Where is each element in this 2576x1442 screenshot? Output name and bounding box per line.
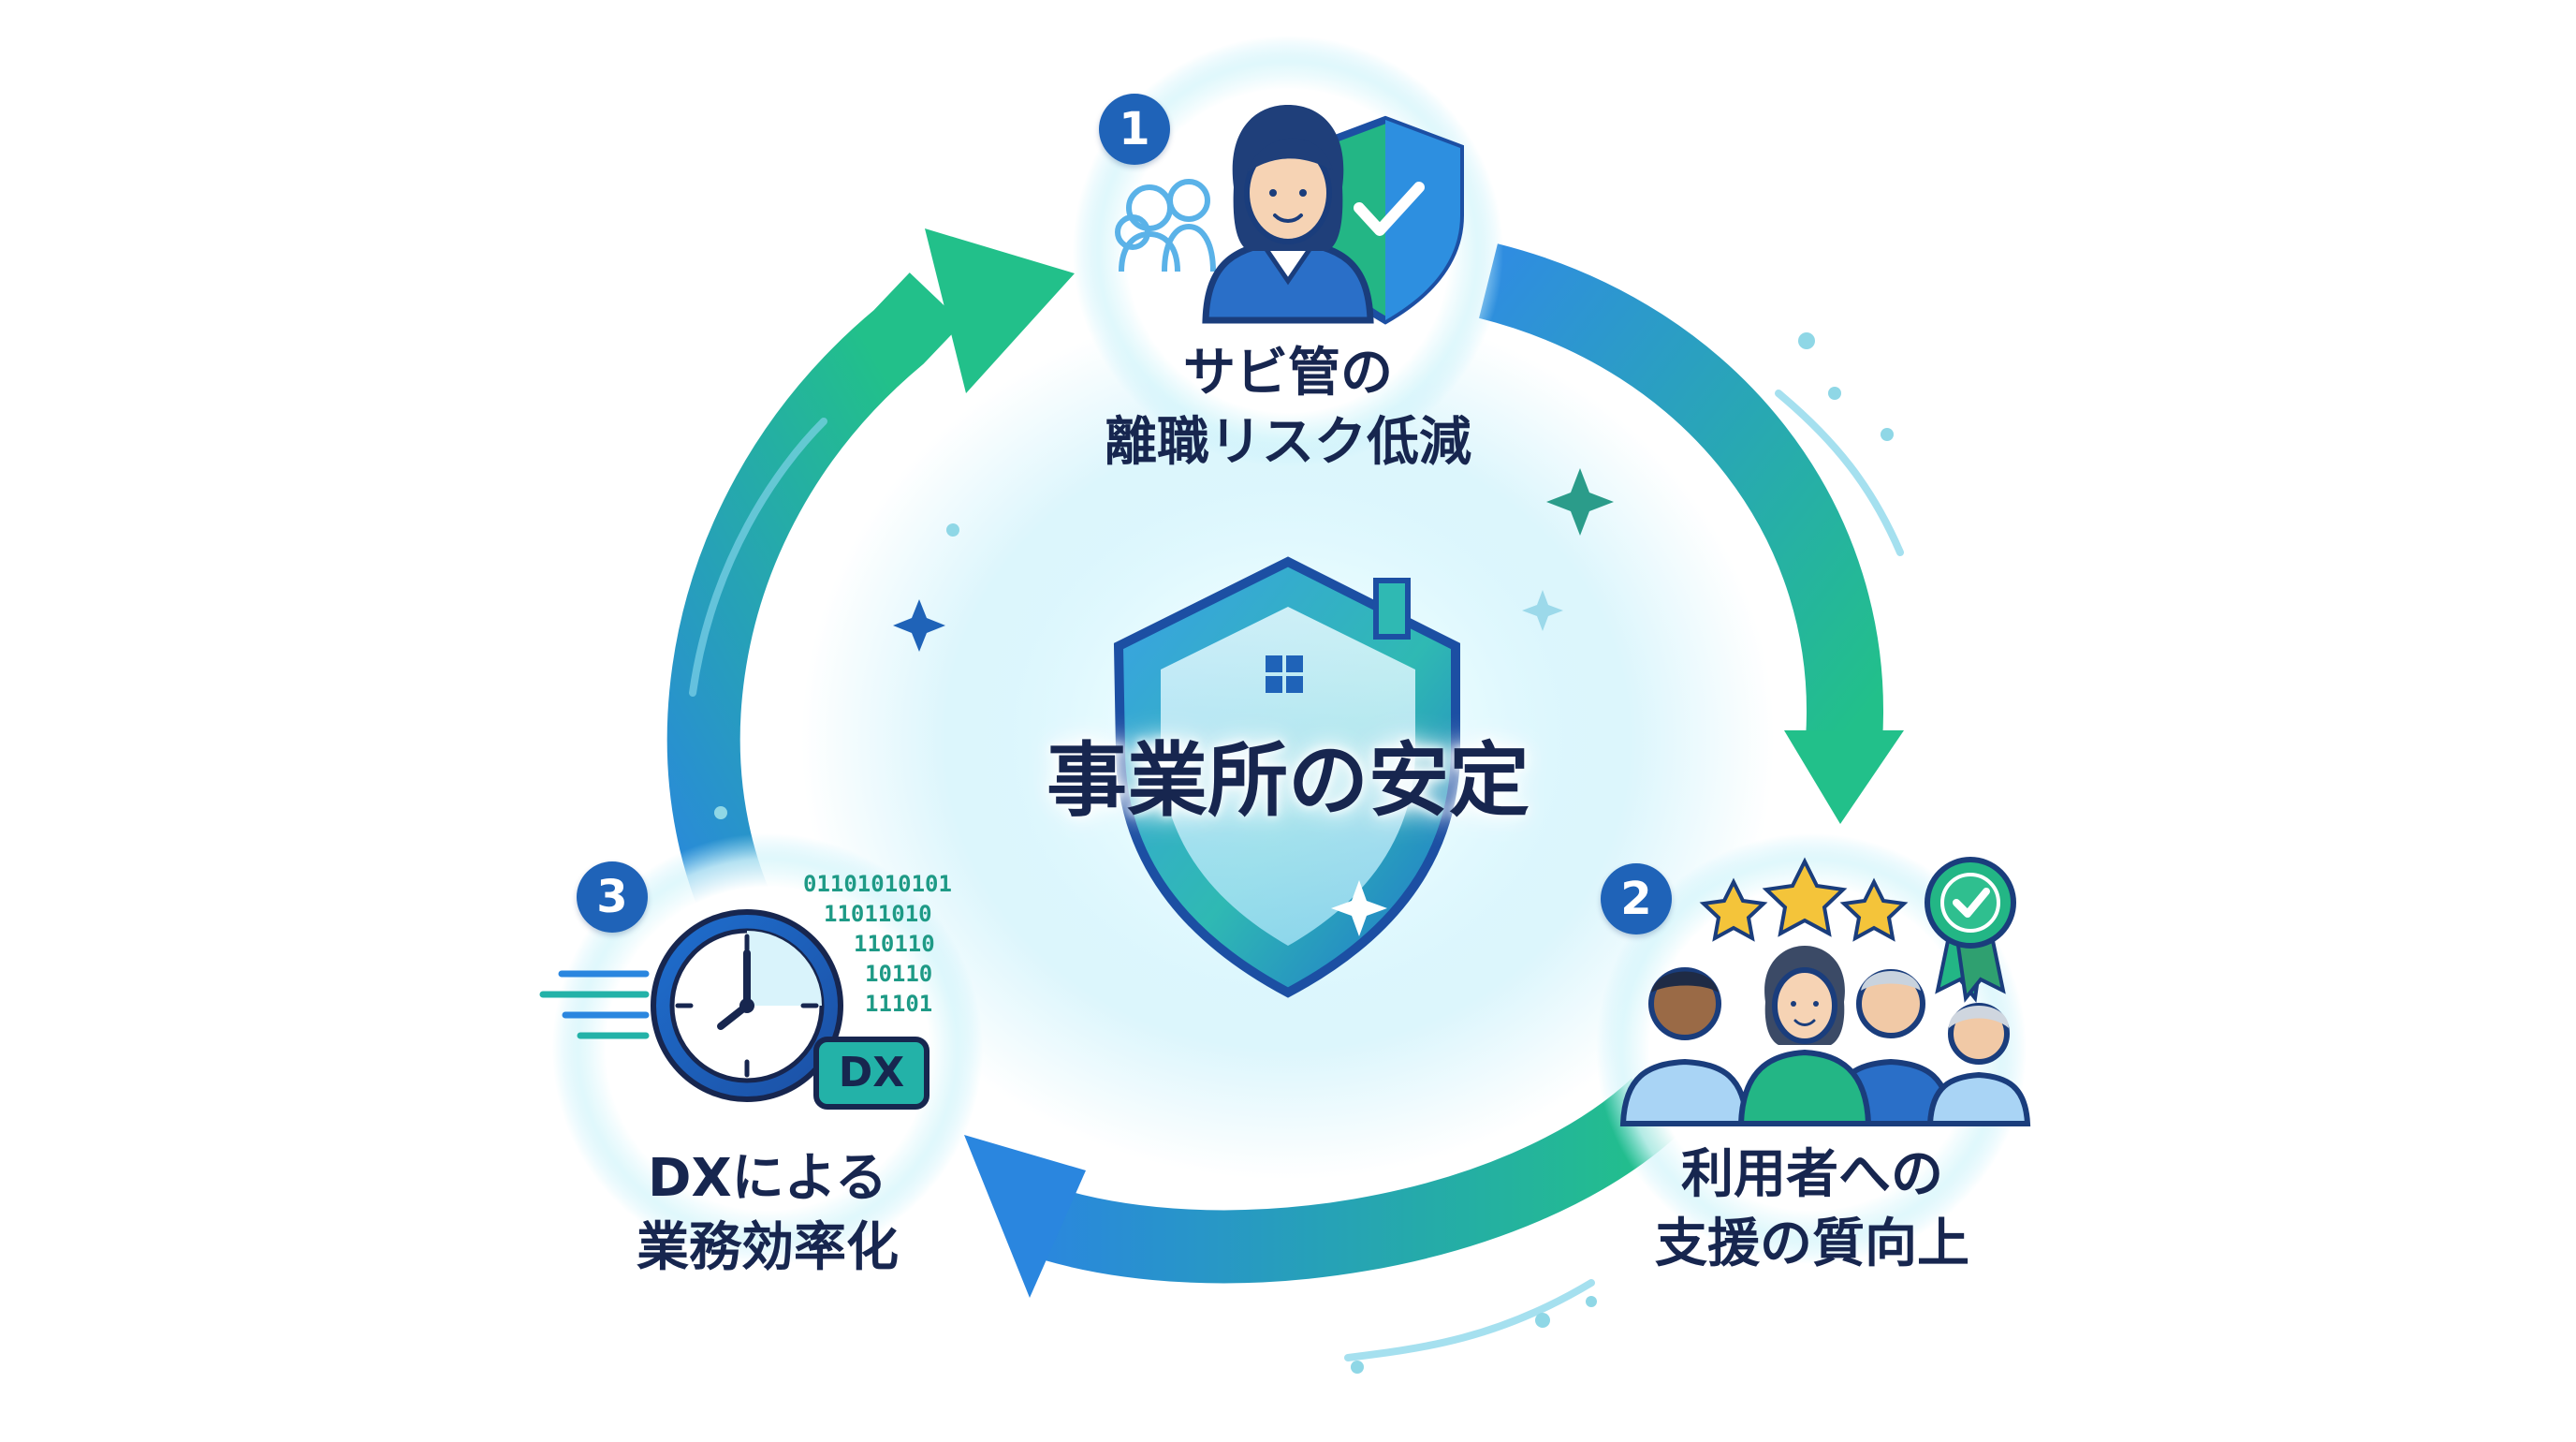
deco-stroke-left (689, 418, 827, 697)
staff-shield-icon (1115, 105, 1464, 325)
deco-stroke-bottom (1344, 1279, 1595, 1361)
binary-code: 01101010101 11011010 110110 10110 11101 (803, 871, 952, 1017)
step3-number-badge: 3 (577, 861, 648, 933)
dx-badge-text: DX (839, 1049, 905, 1096)
arrow-head-to-step2 (1784, 730, 1904, 824)
dot (1586, 1296, 1597, 1307)
dot (1881, 428, 1894, 441)
dot (1351, 1361, 1364, 1374)
binary-line: 10110 (865, 961, 932, 987)
binary-line: 110110 (854, 931, 935, 957)
step3-label-line1: DXによる (648, 1148, 887, 1209)
step1-number-badge: 1 (1099, 94, 1170, 165)
step3-label-line2: 業務効率化 (637, 1217, 899, 1278)
step1-label: サビ管の 離職リスク低減 (1054, 339, 1522, 478)
dot (1828, 387, 1841, 400)
binary-line: 01101010101 (803, 871, 952, 897)
arrow-bottom-arc (1017, 1078, 1682, 1284)
clock-dx-icon: 01101010101 11011010 110110 10110 11101 … (539, 871, 952, 1110)
step1-label-line1: サビ管の (1183, 343, 1393, 404)
center-shield-icon (1113, 556, 1460, 998)
binary-line: 11011010 (824, 901, 932, 927)
center-title: 事業所の安定 (1046, 734, 1530, 828)
binary-line: 11101 (865, 991, 932, 1017)
dot (1798, 332, 1815, 349)
step2-node (1596, 833, 2027, 1264)
sparkle-icon (893, 599, 945, 652)
step2-label-line2: 支援の質向上 (1655, 1214, 1969, 1274)
arrow-right-arc (1478, 243, 1883, 743)
arrow-head-to-step1 (925, 228, 1075, 393)
step2-label-line1: 利用者への (1681, 1144, 1943, 1205)
sparkle-icon (1522, 590, 1563, 631)
step2-label: 利用者への 支援の質向上 (1578, 1140, 2046, 1279)
arrow-head-to-step3 (964, 1135, 1086, 1298)
sparkle-icon (1546, 468, 1614, 536)
step3-label: DXによる 業務効率化 (534, 1144, 1002, 1283)
users-stars-badge-icon (1619, 857, 2031, 1126)
dot (946, 523, 959, 537)
dot (714, 806, 727, 819)
step1-label-line2: 離職リスク低減 (1105, 412, 1471, 473)
deco-stroke-right (1775, 390, 1904, 556)
sparkles (696, 332, 1894, 1374)
dot (1535, 1313, 1550, 1328)
step2-number-badge: 2 (1601, 863, 1672, 934)
